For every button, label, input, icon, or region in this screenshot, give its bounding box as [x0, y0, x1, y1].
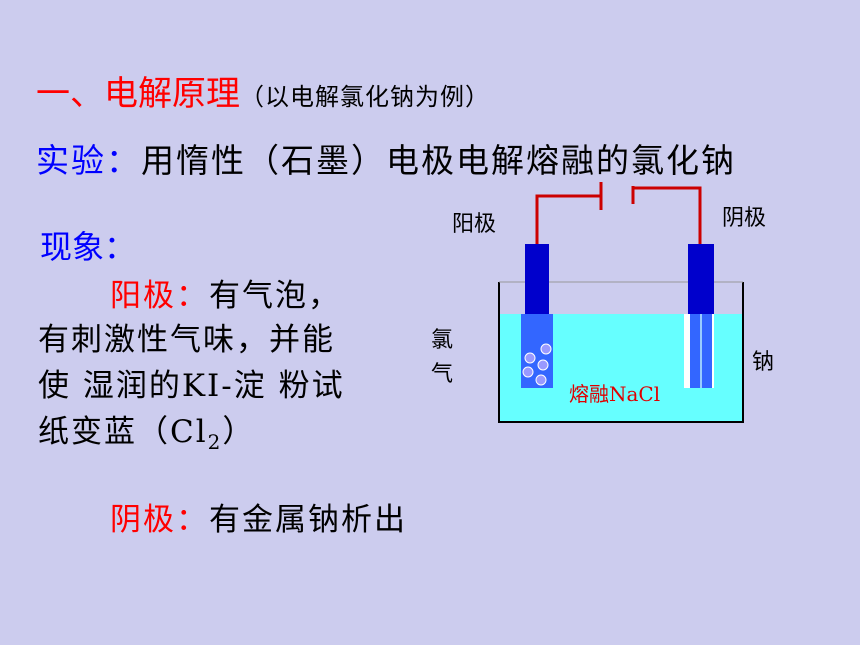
diagram-anode-label: 阳极 [452, 212, 497, 237]
diagram-cathode-label: 阴极 [722, 206, 767, 231]
diagram-metal-label: 钠 [752, 350, 775, 375]
bubble [535, 374, 547, 386]
experiment-text: 用惰性（石墨）电极电解熔融的氯化钠 [141, 141, 736, 180]
anode-electrode-upper [525, 244, 549, 314]
title-main: 一、电解原理 [36, 74, 240, 114]
bubble [540, 343, 552, 355]
container-outline [498, 282, 744, 423]
experiment-label: 实验： [36, 141, 141, 180]
bubble [524, 352, 536, 364]
anode-text-1: 有气泡， [209, 278, 341, 314]
diagram-gas-label-1: 氯 [431, 328, 454, 353]
cathode-electrode-upper [688, 244, 714, 314]
phenomenon-label: 现象： [40, 228, 137, 266]
anode-line-3: 使 湿润的KI-淀 粉试 [38, 368, 345, 404]
anode-line-4: 纸变蓝（Cl2） [38, 406, 255, 454]
diagram-gas-label-2: 气 [431, 362, 454, 387]
cathode-label: 阴极： [110, 502, 209, 538]
cathode-wire [633, 186, 702, 244]
anode-text-4-post: ） [222, 414, 256, 450]
bubble [522, 366, 534, 378]
anode-line-2: 有刺激性气味，并能 [38, 322, 335, 358]
anode-wire [535, 194, 601, 244]
experiment-line: 实验：用惰性（石墨）电极电解熔融的氯化钠 [36, 134, 736, 182]
anode-line-1: 阳极：有气泡， [110, 270, 341, 315]
cathode-text: 有金属钠析出 [209, 502, 407, 538]
slide-title: 一、电解原理（以电解氯化钠为例） [36, 66, 490, 115]
title-sub: （以电解氯化钠为例） [240, 83, 490, 111]
anode-text-4-sub: 2 [207, 430, 223, 455]
cathode-line: 阴极：有金属钠析出 [110, 494, 407, 539]
bubble [537, 359, 549, 371]
anode-label: 阳极： [110, 278, 209, 314]
diagram-electrolyte-label: 熔融NaCl [569, 382, 661, 406]
anode-text-4-pre: 纸变蓝（Cl [38, 414, 208, 450]
